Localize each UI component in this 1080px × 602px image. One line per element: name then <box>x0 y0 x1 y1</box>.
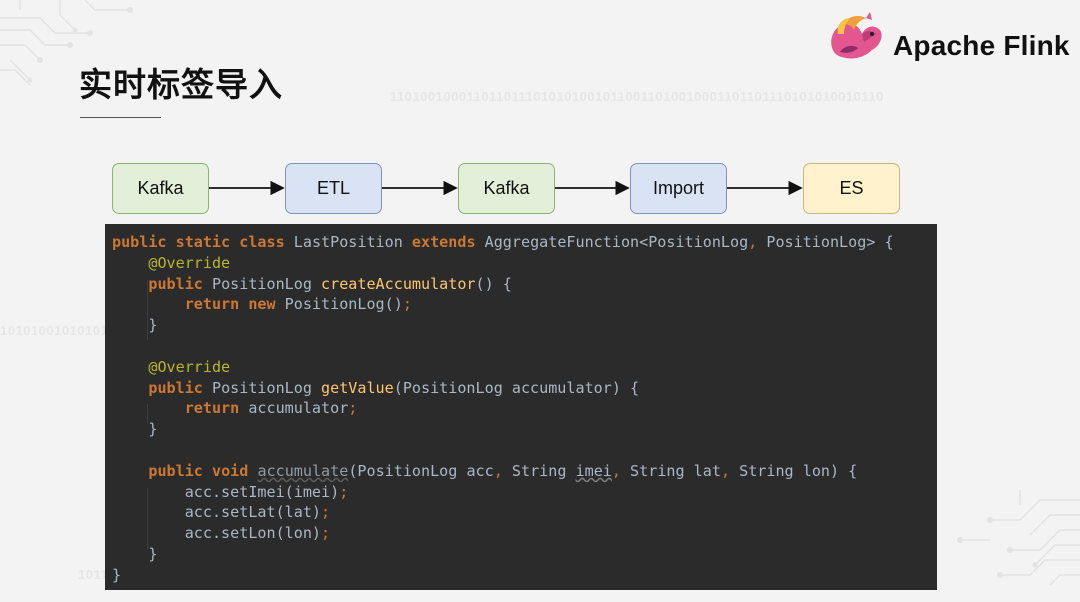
code-token: getValue <box>321 378 394 397</box>
code-line: return new PositionLog(); <box>112 294 937 315</box>
node-import: Import <box>630 163 727 214</box>
code-token: extends <box>411 233 476 251</box>
code-line: return accumulator; <box>112 398 937 419</box>
binary-decoration: 101010010101010 <box>0 323 116 338</box>
code-token: String lon) { <box>730 461 858 480</box>
node-kafka-source: Kafka <box>112 163 209 214</box>
node-es: ES <box>803 163 900 214</box>
code-token: public <box>112 233 167 251</box>
code-line: @Override <box>112 357 937 378</box>
brand-name: Apache Flink <box>893 30 1070 61</box>
indent-guide <box>147 280 148 340</box>
code-indent <box>112 483 185 501</box>
code-token: , <box>720 461 731 480</box>
code-indent <box>112 316 148 334</box>
code-token: ; <box>339 482 349 501</box>
code-token <box>203 462 212 480</box>
code-token: class <box>239 233 285 251</box>
code-token <box>230 233 239 251</box>
code-token: acc.setImei(imei) <box>184 482 340 501</box>
code-indent <box>112 399 185 417</box>
code-token: () { <box>475 274 512 293</box>
code-token: PositionLog <box>202 378 322 397</box>
code-indent <box>112 503 185 521</box>
code-token: ; <box>348 399 358 418</box>
code-token: @Override <box>148 253 231 272</box>
code-line <box>112 440 937 461</box>
code-token: public <box>148 378 203 397</box>
code-token: (PositionLog acc <box>348 461 494 480</box>
indent-guide <box>147 404 148 424</box>
code-token: , <box>748 233 758 251</box>
code-token: ; <box>402 295 412 314</box>
code-token: createAccumulator <box>321 274 476 293</box>
code-indent <box>112 462 148 480</box>
code-token: , <box>493 461 503 480</box>
title-underline <box>80 117 161 118</box>
code-indent <box>112 379 148 397</box>
code-line: acc.setLon(lon); <box>112 523 937 544</box>
code-token: imei <box>575 461 612 480</box>
code-indent <box>112 275 148 293</box>
code-token: new <box>248 295 276 314</box>
code-indent <box>112 358 148 376</box>
code-token: public <box>148 274 203 293</box>
slide-title: 实时标签导入 <box>79 65 283 104</box>
code-indent <box>112 420 148 438</box>
code-token: } <box>112 565 122 584</box>
code-token: ; <box>321 503 331 522</box>
code-token: , <box>611 461 621 480</box>
code-lines: public static class LastPosition extends… <box>112 232 937 586</box>
code-line: } <box>112 419 937 440</box>
code-indent <box>112 295 185 313</box>
code-token: } <box>148 316 158 335</box>
code-line: } <box>112 315 937 336</box>
code-token: accumulator <box>239 399 349 418</box>
code-token: } <box>148 420 158 439</box>
code-token: AggregateFunction<PositionLog <box>475 233 749 251</box>
code-indent <box>112 524 185 542</box>
code-token: PositionLog> { <box>757 233 894 251</box>
code-token <box>167 233 176 251</box>
code-line <box>112 336 937 357</box>
node-etl: ETL <box>285 163 382 214</box>
code-token: acc.setLat(lat) <box>184 503 322 522</box>
code-token: public <box>148 461 203 480</box>
code-token: @Override <box>148 357 231 376</box>
code-line: @Override <box>112 253 937 274</box>
code-token: void <box>211 461 249 480</box>
code-token: acc.setLon(lon) <box>184 524 322 543</box>
code-line: acc.setImei(imei); <box>112 482 937 503</box>
flink-logo-icon <box>831 12 882 59</box>
code-line: public PositionLog getValue(PositionLog … <box>112 378 937 399</box>
code-token: String lat <box>620 461 721 480</box>
code-line: acc.setLat(lat); <box>112 502 937 523</box>
node-kafka-intermediate: Kafka <box>458 163 555 214</box>
code-line: public void accumulate(PositionLog acc, … <box>112 461 937 482</box>
code-line: } <box>112 565 937 586</box>
code-token: return <box>184 399 240 418</box>
code-indent <box>112 545 148 563</box>
code-line: public static class LastPosition extends… <box>112 232 937 253</box>
code-token: return <box>184 295 240 314</box>
code-indent <box>112 254 148 272</box>
code-block: public static class LastPosition extends… <box>105 224 937 590</box>
code-token: PositionLog() <box>275 295 403 314</box>
code-line: public PositionLog createAccumulator() { <box>112 274 937 295</box>
code-token: LastPosition <box>284 233 412 251</box>
code-token: } <box>148 544 158 563</box>
binary-decoration: 1011 <box>78 567 109 582</box>
code-line: } <box>112 544 937 565</box>
code-token: (PositionLog accumulator) { <box>393 378 640 397</box>
code-token: static <box>175 233 231 251</box>
binary-decoration: 1101001000110110111010101001011001101001… <box>390 89 884 104</box>
code-token: PositionLog <box>202 274 322 293</box>
code-token <box>239 295 248 313</box>
code-token: String <box>502 461 576 480</box>
code-token: ; <box>321 524 331 543</box>
indent-guide <box>147 488 148 550</box>
code-token: accumulate <box>257 461 349 480</box>
